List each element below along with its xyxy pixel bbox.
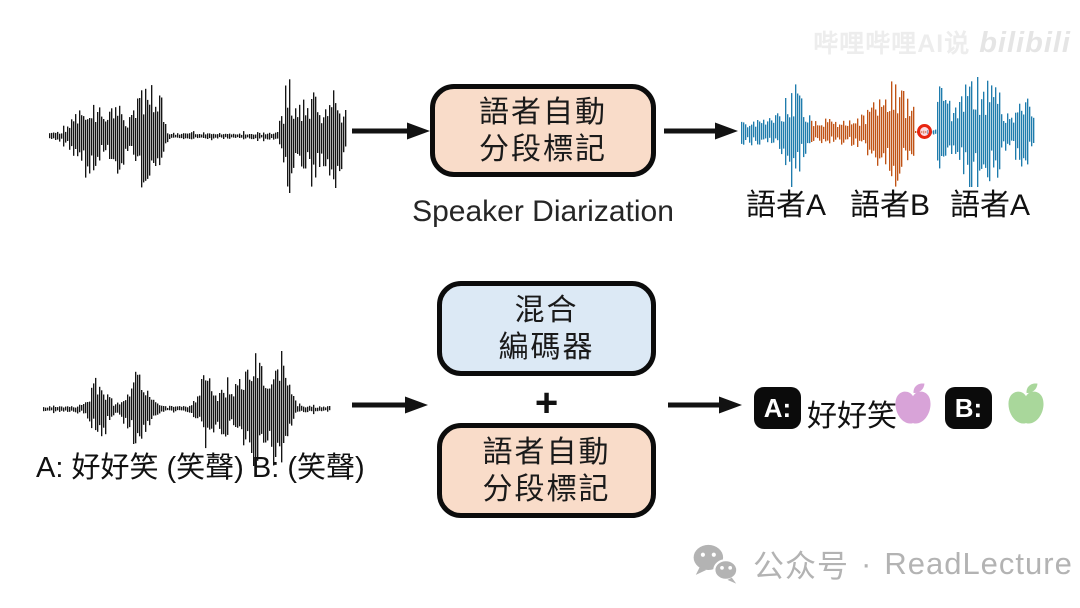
apple-body <box>895 391 931 424</box>
plus-sign: + <box>534 381 559 425</box>
speaker-diarization-caption: Speaker Diarization <box>412 195 674 228</box>
speaker-label: 語者A <box>746 189 827 222</box>
apple-leaf <box>1026 383 1038 394</box>
diarization-box-bottom: 語者自動 分段標記 <box>437 423 656 518</box>
mixed-encoder-line2: 編碼器 <box>498 330 595 364</box>
diarized-waveform <box>741 77 1035 187</box>
footer-dot: · <box>861 545 873 581</box>
readlecture-watermark: 公众号 · ReadLecture <box>692 541 1073 586</box>
bilibili-watermark: 哔哩哔哩AI说 bilibili <box>813 24 1071 60</box>
diarization-box-top-line1: 語者自動 <box>479 95 607 129</box>
green-apple-icon <box>1008 383 1044 424</box>
arrow-right-icon <box>352 121 432 141</box>
footer-platform: 公众号 <box>753 549 849 584</box>
bilibili-logo: bilibili <box>979 27 1071 59</box>
diarization-box-top-line2: 分段標記 <box>479 132 607 166</box>
input-waveform-top <box>49 79 347 193</box>
arrow-right-icon <box>664 121 740 141</box>
speaker-change-marker-icon <box>917 124 932 139</box>
input-waveform-bottom <box>43 351 331 466</box>
transcript-caption: A: 好好笑 (笑聲) B: (笑聲) <box>36 452 365 484</box>
mixed-encoder-box: 混合 編碼器 <box>437 281 656 376</box>
diarization-box-bottom-line2: 分段標記 <box>482 472 611 506</box>
diarization-box-bottom-line1: 語者自動 <box>482 435 611 469</box>
pink-apple-icon <box>895 383 931 424</box>
speaker-a-text: 好好笑 <box>807 400 897 433</box>
wechat-icon <box>693 544 739 584</box>
footer-name: ReadLecture <box>884 545 1073 581</box>
speaker-label: 語者B <box>850 189 931 222</box>
apple-body <box>1008 391 1044 424</box>
speaker-b-badge: B: <box>945 387 992 429</box>
diarization-box-top: 語者自動 分段標記 <box>430 84 656 177</box>
arrow-right-icon <box>352 395 430 415</box>
arrow-right-icon <box>668 395 744 415</box>
apple-leaf <box>913 383 925 394</box>
watermark-username: 哔哩哔哩AI说 <box>813 30 971 58</box>
mixed-encoder-line1: 混合 <box>514 293 579 327</box>
speaker-label: 語者A <box>950 189 1031 222</box>
speaker-a-badge: A: <box>754 387 801 429</box>
